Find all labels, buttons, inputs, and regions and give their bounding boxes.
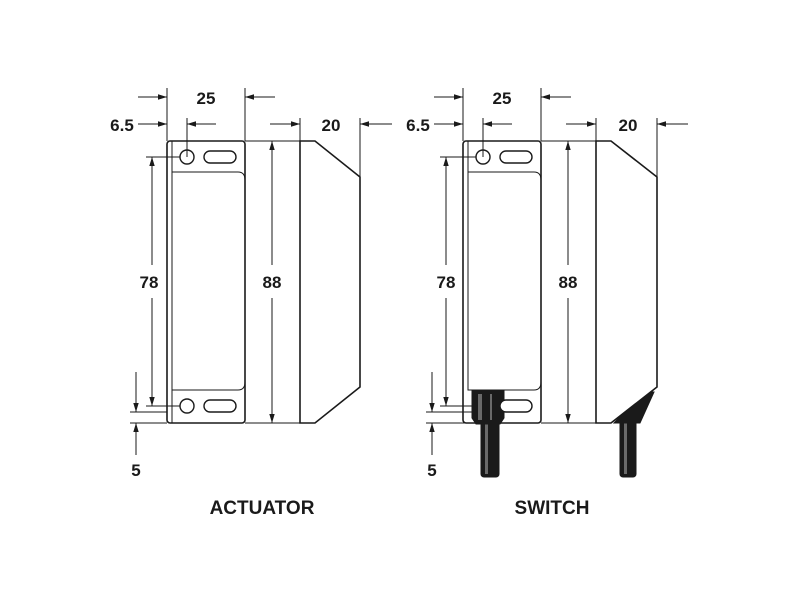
switch-cable-gland (471, 389, 505, 425)
switch-side-profile (595, 140, 658, 424)
actuator-dim-width: 25 (197, 89, 216, 108)
actuator-dim-hole-offset: 6.5 (110, 116, 134, 135)
switch-top-slot (499, 150, 533, 164)
actuator-side-profile (299, 140, 361, 424)
switch-bottom-slot (499, 399, 533, 413)
actuator-bottom-hole (179, 398, 195, 414)
actuator-drawing: 25 6.5 20 78 88 5 ACTUATOR (110, 88, 392, 519)
actuator-dim-inner-height: 78 (140, 273, 159, 292)
switch-dim-depth: 20 (619, 116, 638, 135)
switch-front-cable (480, 417, 500, 478)
actuator-inner-panel (171, 171, 246, 391)
switch-dim-bottom: 5 (427, 461, 436, 480)
switch-dim-hole-offset: 6.5 (406, 116, 430, 135)
actuator-top-slot (203, 150, 237, 164)
switch-drawing: 25 6.5 20 78 88 5 SWITCH (406, 88, 688, 519)
actuator-front-body (166, 140, 246, 424)
switch-front-body (462, 140, 542, 424)
switch-caption: SWITCH (515, 498, 590, 519)
actuator-dim-bottom: 5 (131, 461, 140, 480)
actuator-bottom-slot (203, 399, 237, 413)
switch-inner-panel (467, 171, 542, 391)
actuator-caption: ACTUATOR (210, 498, 315, 519)
actuator-dim-height: 88 (263, 273, 282, 292)
switch-dim-width: 25 (493, 89, 512, 108)
switch-dim-inner-height: 78 (437, 273, 456, 292)
actuator-dim-depth: 20 (322, 116, 341, 135)
switch-dim-height: 88 (559, 273, 578, 292)
